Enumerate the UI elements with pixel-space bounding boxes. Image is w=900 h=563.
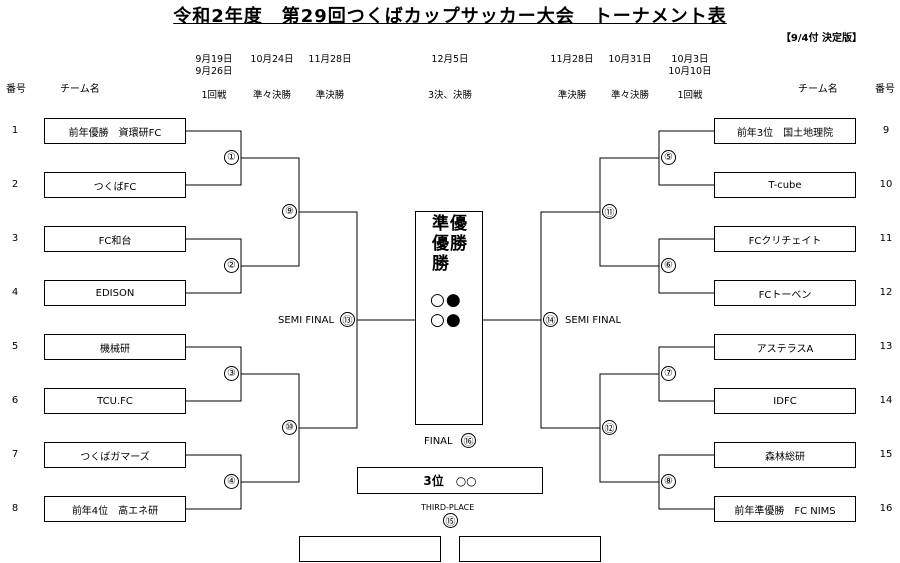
team-number: 6 xyxy=(11,395,19,406)
round-header-center: 12月5日 3決、決勝 xyxy=(418,42,482,114)
round-header-left-r1: 9月19日 9月26日 1回戦 xyxy=(182,42,246,114)
match-16-circle: ⑯ xyxy=(461,433,476,448)
round-date: 12月5日 xyxy=(431,54,469,65)
final-label: FINAL xyxy=(424,436,453,447)
team-box-left-5: 機械研 xyxy=(44,334,186,360)
team-number: 16 xyxy=(879,503,893,514)
match-5-circle: ⑤ xyxy=(661,150,676,165)
team-box-left-8: 前年4位 高エネ研 xyxy=(44,496,186,522)
match-14-circle: ⑭ xyxy=(543,312,558,327)
round-date: 10月3日 10月10日 xyxy=(668,54,712,77)
team-box-right-15: 森林総研 xyxy=(714,442,856,468)
team-box-left-3: FC和台 xyxy=(44,226,186,252)
round-name: 準々決勝 xyxy=(252,90,291,101)
match-9-circle: ⑨ xyxy=(282,204,297,219)
match-8-circle: ⑧ xyxy=(661,474,676,489)
match-12-circle: ⑫ xyxy=(602,420,617,435)
team-number: 8 xyxy=(11,503,19,514)
match-13-circle: ⑬ xyxy=(340,312,355,327)
round-name: 準決勝 xyxy=(315,90,345,101)
match-7-circle: ⑦ xyxy=(661,366,676,381)
team-box-right-9: 前年3位 国土地理院 xyxy=(714,118,856,144)
round-date: 11月28日 xyxy=(308,54,352,65)
winner-label: 優勝 xyxy=(450,214,467,254)
match-6-circle: ⑥ xyxy=(661,258,676,273)
team-number: 5 xyxy=(11,341,19,352)
page-title: 令和2年度 第29回つくばカップサッカー大会 トーナメント表 xyxy=(173,6,727,27)
team-number: 1 xyxy=(11,125,19,136)
match-11-circle: ⑪ xyxy=(602,204,617,219)
team-box-left-7: つくばガマーズ xyxy=(44,442,186,468)
header-team-right: チーム名 xyxy=(798,84,838,95)
match-10-circle: ⑩ xyxy=(282,420,297,435)
team-box-left-4: EDISON xyxy=(44,280,186,306)
round-name: 準々決勝 xyxy=(610,90,649,101)
match-2-circle: ② xyxy=(224,258,239,273)
team-number: 12 xyxy=(879,287,893,298)
team-number: 11 xyxy=(879,233,893,244)
version-label: 【9/4付 決定版】 xyxy=(780,33,862,44)
third-place-label: THIRD-PLACE xyxy=(421,503,475,512)
final-score-row-1: ○● xyxy=(430,290,462,310)
header-team-left: チーム名 xyxy=(60,84,100,95)
team-number: 13 xyxy=(879,341,893,352)
final-score-row-2: ○● xyxy=(430,310,462,330)
match-3-circle: ③ xyxy=(224,366,239,381)
round-name: 3決、決勝 xyxy=(427,90,473,101)
round-header-right-r1: 10月3日 10月10日 1回戦 xyxy=(658,42,722,114)
match-1-circle: ① xyxy=(224,150,239,165)
header-number-right: 番号 xyxy=(875,84,895,95)
team-box-right-10: T-cube xyxy=(714,172,856,198)
team-box-right-12: FCトーベン xyxy=(714,280,856,306)
round-header-right-r3: 11月28日 準決勝 xyxy=(540,42,604,114)
team-box-right-16: 前年準優勝 FC NIMS xyxy=(714,496,856,522)
round-header-left-r3: 11月28日 準決勝 xyxy=(298,42,362,114)
third-place-team-box-left xyxy=(299,536,441,562)
team-number: 3 xyxy=(11,233,19,244)
round-name: 1回戦 xyxy=(201,90,227,101)
team-box-right-11: FCクリチェイト xyxy=(714,226,856,252)
team-box-right-14: IDFC xyxy=(714,388,856,414)
team-number: 9 xyxy=(882,125,890,136)
match-15-circle: ⑮ xyxy=(443,513,458,528)
team-number: 2 xyxy=(11,179,19,190)
third-place-team-box-right xyxy=(459,536,601,562)
semi-final-label-right: SEMI FINAL xyxy=(565,315,622,326)
team-number: 4 xyxy=(11,287,19,298)
round-header-right-r2: 10月31日 準々決勝 xyxy=(598,42,662,114)
third-place-result-box: 3位 ○○ xyxy=(357,467,543,494)
header-number-left: 番号 xyxy=(6,84,26,95)
team-number: 14 xyxy=(879,395,893,406)
team-box-right-13: アステラスA xyxy=(714,334,856,360)
round-header-left-r2: 10月24日 準々決勝 xyxy=(240,42,304,114)
semi-final-label-left: SEMI FINAL xyxy=(278,315,335,326)
team-box-left-6: TCU.FC xyxy=(44,388,186,414)
round-date: 10月24日 xyxy=(250,54,294,65)
match-4-circle: ④ xyxy=(224,474,239,489)
round-name: 1回戦 xyxy=(677,90,703,101)
team-box-left-1: 前年優勝 資環研FC xyxy=(44,118,186,144)
runner-up-label: 準優勝 xyxy=(432,214,449,274)
round-date: 9月19日 9月26日 xyxy=(195,54,233,77)
round-date: 11月28日 xyxy=(550,54,594,65)
team-box-left-2: つくばFC xyxy=(44,172,186,198)
team-number: 10 xyxy=(879,179,893,190)
team-number: 15 xyxy=(879,449,893,460)
round-date: 10月31日 xyxy=(608,54,652,65)
championship-box: 準優勝 優勝 ○● ○● xyxy=(415,211,483,425)
team-number: 7 xyxy=(11,449,19,460)
round-name: 準決勝 xyxy=(557,90,587,101)
